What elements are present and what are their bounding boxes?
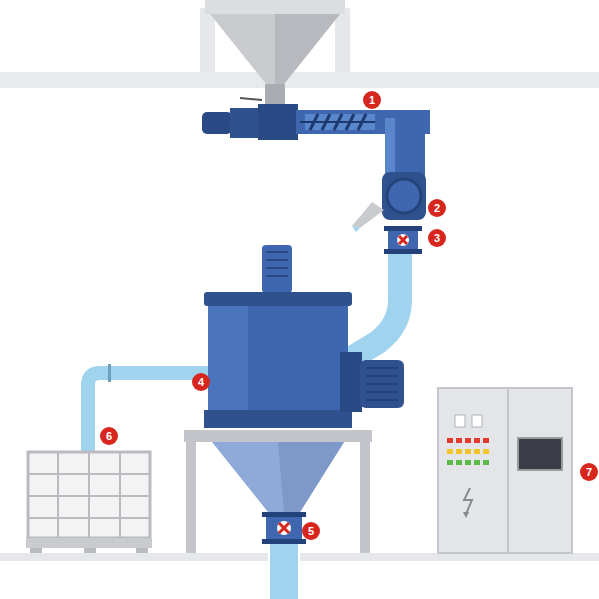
mixer-vessel: [204, 245, 352, 428]
callout-number: 3: [428, 229, 446, 247]
drive-motor: [340, 352, 362, 412]
vessel-cone: [278, 442, 344, 512]
mixer-vessel: [266, 252, 288, 276]
mixer-vessel: [208, 298, 248, 428]
outlet-valve: [279, 523, 289, 533]
support-stand: [186, 442, 196, 554]
rotary-valve: [352, 226, 360, 232]
control-cabinet: [474, 438, 480, 443]
drive-motor: [360, 360, 404, 408]
feed-pipe: [385, 118, 425, 178]
outlet-valve: [262, 512, 306, 544]
ibc-container: [26, 538, 152, 548]
control-cabinet: [464, 488, 472, 514]
control-cabinet: [474, 460, 480, 465]
control-cabinet: [483, 438, 489, 443]
shutoff-valve: [388, 231, 418, 249]
outlet-valve: [262, 539, 306, 544]
screw-conveyor: [202, 112, 232, 134]
vessel-cone: [212, 442, 344, 512]
callout-number: 6: [100, 427, 118, 445]
screw-conveyor: [258, 104, 298, 140]
shutoff-valve: [399, 236, 407, 244]
upper-floor: [0, 72, 599, 88]
drive-motor: [366, 368, 398, 400]
control-cabinet: [438, 388, 572, 553]
control-cabinet: [472, 415, 482, 427]
shutoff-valve: [384, 249, 422, 254]
screw-conveyor: [230, 108, 260, 138]
callout-number: 1: [363, 91, 381, 109]
control-cabinet: [447, 449, 453, 454]
outlet-pipe: [270, 544, 298, 599]
shutoff-valve: [397, 234, 409, 246]
control-cabinet: [456, 438, 462, 443]
support-stand: [184, 430, 372, 554]
ibc-container: [28, 452, 150, 538]
rotary-valve: [387, 179, 421, 213]
control-cabinet: [456, 449, 462, 454]
callout-number: 7: [580, 463, 598, 481]
ibc-container: [28, 452, 150, 538]
outlet-valve: [262, 512, 306, 517]
callout-number: 5: [302, 522, 320, 540]
transfer-pipe: [345, 254, 400, 362]
mixer-vessel: [204, 410, 352, 428]
control-cabinet: [465, 438, 471, 443]
rotary-valve: [352, 172, 426, 232]
control-cabinet: [456, 460, 462, 465]
vessel-cone: [212, 442, 344, 512]
feed-hopper: [275, 14, 340, 84]
control-cabinet: [465, 460, 471, 465]
upper-floor: [0, 72, 599, 88]
feed-pipe: [385, 118, 425, 178]
hopper-frame: [205, 0, 345, 14]
control-cabinet: [447, 460, 453, 465]
control-cabinet: [483, 449, 489, 454]
mixer-vessel: [262, 245, 292, 293]
screw-conveyor: [300, 121, 375, 123]
control-cabinet: [447, 438, 453, 443]
outlet-valve: [277, 521, 291, 535]
feed-hopper: [210, 14, 340, 84]
callout-number: 2: [428, 199, 446, 217]
feed-pipe: [385, 118, 395, 178]
rotary-valve: [382, 172, 426, 220]
control-cabinet: [455, 415, 465, 427]
mixer-vessel: [208, 298, 348, 428]
ibc-container: [26, 452, 152, 554]
floor: [0, 553, 599, 561]
control-cabinet: [465, 449, 471, 454]
hopper-frame: [200, 8, 215, 74]
feed-hopper: [210, 14, 340, 104]
control-cabinet: [438, 388, 508, 553]
mixer-vessel: [204, 292, 352, 306]
floor: [300, 553, 599, 561]
shutoff-valve: [384, 226, 422, 254]
control-cabinet: [518, 438, 562, 470]
control-cabinet: [463, 512, 469, 518]
control-cabinet: [474, 449, 480, 454]
transfer-pipe: [345, 254, 400, 362]
support-stand: [184, 430, 372, 442]
discharge-pipe: [108, 364, 111, 382]
support-stand: [360, 442, 370, 554]
feed-hopper: [240, 98, 262, 100]
callout-number: 4: [192, 373, 210, 391]
drive-motor: [340, 352, 404, 412]
floor: [0, 553, 268, 561]
control-cabinet: [508, 388, 572, 553]
outlet-pipe: [270, 544, 298, 599]
shutoff-valve: [384, 226, 422, 231]
feed-hopper: [265, 84, 285, 104]
rotary-valve: [352, 202, 384, 228]
hopper-frame: [335, 8, 350, 74]
control-cabinet: [483, 460, 489, 465]
outlet-valve: [266, 517, 302, 539]
